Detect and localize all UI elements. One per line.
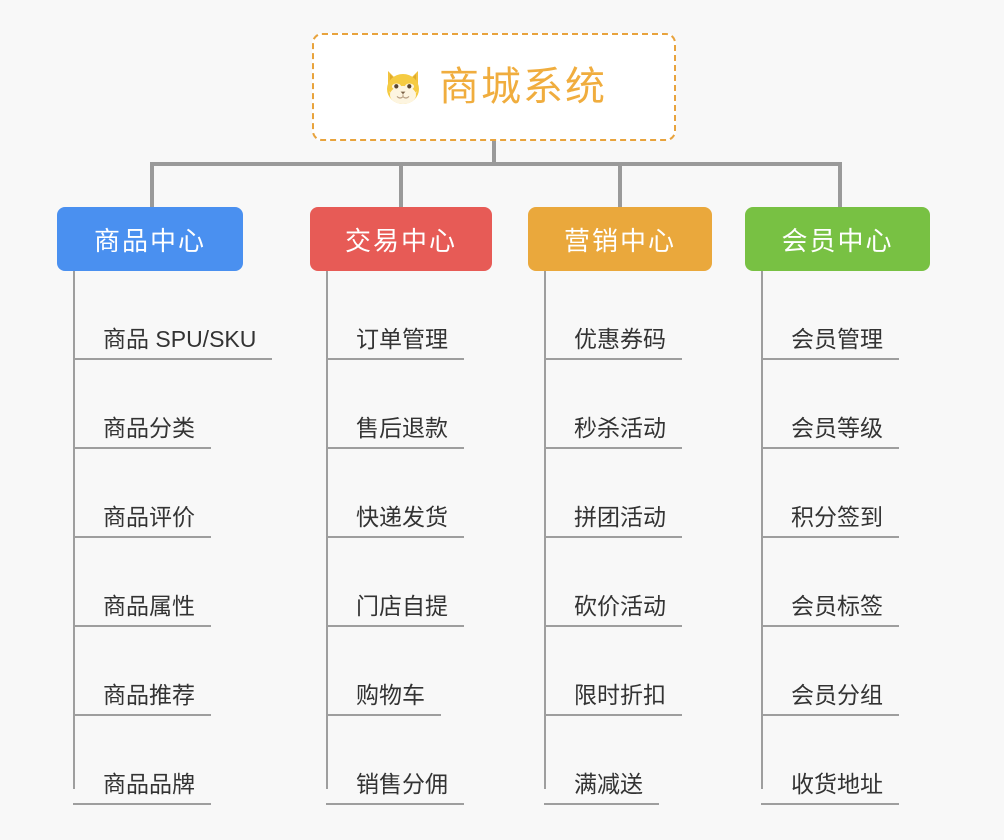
leaf-trunk-line <box>326 271 328 789</box>
leaf-item-label: 购物车 <box>326 682 441 716</box>
leaf-list-product-center: 商品 SPU/SKU 商品分类商品评价商品属性商品推荐商品品牌 <box>57 271 273 805</box>
leaf-item-label: 积分签到 <box>761 504 899 538</box>
leaf-item[interactable]: 销售分佣 <box>310 716 492 805</box>
branch-header-label: 营销中心 <box>563 225 676 256</box>
leaf-item-label: 订单管理 <box>326 326 464 360</box>
leaf-item[interactable]: 商品 SPU/SKU <box>57 271 273 360</box>
leaf-item[interactable]: 商品品牌 <box>57 716 243 805</box>
leaf-item[interactable]: 收货地址 <box>745 716 930 805</box>
branch-header-label: 商品中心 <box>93 225 206 256</box>
leaf-item-label: 销售分佣 <box>326 771 464 805</box>
leaf-item-label: 售后退款 <box>326 415 464 449</box>
branch-product-center: 商品中心商品 SPU/SKU 商品分类商品评价商品属性商品推荐商品品牌 <box>57 207 273 805</box>
branch-header-label: 会员中心 <box>781 225 894 256</box>
branch-header-product-center[interactable]: 商品中心 <box>57 207 243 271</box>
leaf-trunk-line <box>544 271 546 789</box>
leaf-list-trade-center: 订单管理售后退款快递发货门店自提购物车销售分佣 <box>310 271 492 805</box>
connector-drop-3 <box>618 162 622 207</box>
root-node[interactable]: 商城系统 <box>312 33 676 141</box>
leaf-item[interactable]: 商品属性 <box>57 538 243 627</box>
leaf-item-label: 商品属性 <box>73 593 211 627</box>
leaf-item[interactable]: 限时折扣 <box>528 627 712 716</box>
branch-header-trade-center[interactable]: 交易中心 <box>310 207 492 271</box>
leaf-item-label: 商品推荐 <box>73 682 211 716</box>
leaf-item-label: 限时折扣 <box>544 682 682 716</box>
leaf-item[interactable]: 砍价活动 <box>528 538 712 627</box>
leaf-list-member-center: 会员管理会员等级积分签到会员标签会员分组收货地址 <box>745 271 930 805</box>
leaf-trunk-line <box>761 271 763 789</box>
leaf-item-label: 优惠券码 <box>544 326 682 360</box>
connector-root-stem <box>492 141 496 166</box>
leaf-item[interactable]: 会员等级 <box>745 360 930 449</box>
leaf-list-marketing-center: 优惠券码秒杀活动拼团活动砍价活动限时折扣满减送 <box>528 271 712 805</box>
leaf-item[interactable]: 订单管理 <box>310 271 492 360</box>
leaf-item[interactable]: 会员分组 <box>745 627 930 716</box>
leaf-item-label: 秒杀活动 <box>544 415 682 449</box>
leaf-item[interactable]: 商品分类 <box>57 360 243 449</box>
leaf-item-label: 满减送 <box>544 771 659 805</box>
leaf-item[interactable]: 会员标签 <box>745 538 930 627</box>
connector-drop-2 <box>399 162 403 207</box>
branch-marketing-center: 营销中心优惠券码秒杀活动拼团活动砍价活动限时折扣满减送 <box>528 207 712 805</box>
branch-header-label: 交易中心 <box>344 225 457 256</box>
shiba-dog-face-icon <box>381 65 425 109</box>
branch-trade-center: 交易中心订单管理售后退款快递发货门店自提购物车销售分佣 <box>310 207 492 805</box>
leaf-item-label: 快递发货 <box>326 504 464 538</box>
connector-drop-4 <box>838 162 842 207</box>
leaf-item[interactable]: 优惠券码 <box>528 271 712 360</box>
leaf-item-label: 商品评价 <box>73 504 211 538</box>
leaf-item[interactable]: 快递发货 <box>310 449 492 538</box>
branch-header-member-center[interactable]: 会员中心 <box>745 207 930 271</box>
leaf-item[interactable]: 商品推荐 <box>57 627 243 716</box>
leaf-item[interactable]: 购物车 <box>310 627 492 716</box>
connector-drop-1 <box>150 162 154 207</box>
leaf-item-label: 门店自提 <box>326 593 464 627</box>
branch-header-marketing-center[interactable]: 营销中心 <box>528 207 712 271</box>
leaf-item-label: 会员等级 <box>761 415 899 449</box>
leaf-item[interactable]: 售后退款 <box>310 360 492 449</box>
leaf-item-label: 拼团活动 <box>544 504 682 538</box>
root-title: 商城系统 <box>439 65 607 109</box>
leaf-item[interactable]: 积分签到 <box>745 449 930 538</box>
leaf-item[interactable]: 秒杀活动 <box>528 360 712 449</box>
leaf-item-label: 会员标签 <box>761 593 899 627</box>
leaf-item[interactable]: 门店自提 <box>310 538 492 627</box>
leaf-trunk-line <box>73 271 75 789</box>
leaf-item[interactable]: 满减送 <box>528 716 712 805</box>
leaf-item[interactable]: 拼团活动 <box>528 449 712 538</box>
leaf-item-label: 商品品牌 <box>73 771 211 805</box>
leaf-item-label: 商品分类 <box>73 415 211 449</box>
leaf-item[interactable]: 会员管理 <box>745 271 930 360</box>
branch-member-center: 会员中心会员管理会员等级积分签到会员标签会员分组收货地址 <box>745 207 930 805</box>
leaf-item-label: 会员分组 <box>761 682 899 716</box>
connector-horizontal-bar <box>150 162 842 166</box>
leaf-item-label: 商品 SPU/SKU <box>73 326 273 360</box>
leaf-item-label: 会员管理 <box>761 326 899 360</box>
leaf-item[interactable]: 商品评价 <box>57 449 243 538</box>
leaf-item-label: 砍价活动 <box>544 593 682 627</box>
leaf-item-label: 收货地址 <box>761 771 899 805</box>
